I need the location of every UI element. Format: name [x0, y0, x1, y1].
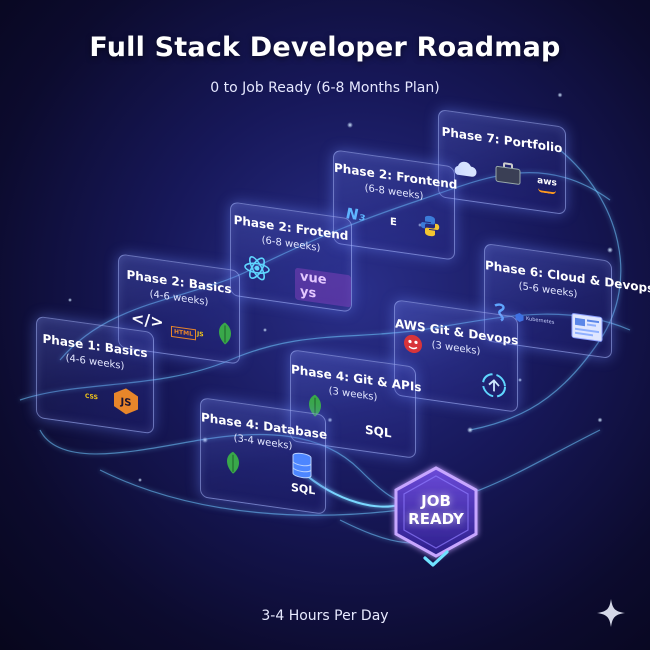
css-icon: CSS — [83, 391, 100, 402]
kubernetes-label: Kubernetes — [526, 315, 555, 326]
badge-line-1: JOB — [421, 492, 451, 510]
database-icon — [292, 452, 312, 479]
page-title: Full Stack Developer Roadmap — [89, 32, 561, 63]
sql-label: SQL — [291, 481, 315, 497]
footer-hours-per-day: 3-4 Hours Per Day — [261, 608, 389, 624]
html-label: HTML — [174, 328, 193, 338]
kubernetes-wheel-icon — [515, 312, 524, 322]
job-ready-badge[interactable]: JOB READY — [388, 462, 484, 570]
cloud-icon — [454, 161, 477, 177]
svg-text:JS: JS — [120, 396, 132, 409]
sql-text: SQL — [291, 480, 316, 498]
express-label: E — [390, 216, 397, 229]
html-icon: HTML — [171, 325, 196, 341]
aws-icon: aws — [535, 168, 559, 195]
express-icon: E — [390, 216, 397, 228]
briefcase-icon — [495, 162, 521, 185]
hexagon-badge-shape — [394, 466, 478, 558]
css-label: CSS — [85, 392, 98, 402]
sql-icon: SQL — [365, 423, 392, 441]
aws-label: aws — [537, 175, 557, 189]
leaf-icon — [227, 451, 239, 474]
phase-card-frontend-node[interactable]: Phase 2: Frontend (6-8 weeks) N₃ E — [333, 149, 457, 261]
phase-card-frontend-react[interactable]: Phase 2: Frotend (6-8 weeks) vue ys — [230, 201, 352, 313]
cicd-icon — [482, 373, 506, 398]
react-icon — [244, 256, 270, 281]
phase-card-basics-css[interactable]: Phase 1: Basics (4-6 weeks) CSS JS — [36, 315, 154, 435]
phase-title: Phase 7: Portfolio — [441, 124, 563, 156]
phase-card-aws-git-devops[interactable]: AWS Git & Devops (3 weeks) — [394, 299, 518, 413]
phase-card-git-apis[interactable]: Phase 4: Git & APIs (3 weeks) SQL — [290, 349, 421, 459]
js-hexagon-icon: JS — [114, 388, 138, 415]
code-brackets-icon: </> — [131, 308, 164, 332]
phase-card-cloud-devops[interactable]: Phase 6: Cloud & Devops (5-6 weeks) Kube… — [484, 243, 650, 359]
leaf-icon — [219, 322, 231, 345]
dashboard-icon — [571, 313, 603, 342]
js-label: JS — [197, 330, 204, 339]
phase-card-database[interactable]: Phase 4: Database (3-4 weeks) SQL — [200, 397, 327, 515]
jenkins-icon — [404, 334, 422, 354]
leaf-icon — [309, 394, 321, 417]
sql-label: SQL — [365, 422, 392, 441]
phase-card-basics-html[interactable]: Phase 2: Basics (4-6 weeks) </> HTML JS — [118, 253, 240, 365]
js-icon: JS — [195, 329, 206, 339]
azure-icon — [494, 303, 505, 322]
badge-line-2: READY — [408, 510, 464, 528]
kubernetes-icon: Kubernetes — [515, 312, 554, 327]
phase-card-portfolio[interactable]: Phase 7: Portfolio aws — [438, 109, 566, 215]
vue-label: vue ys — [300, 269, 327, 302]
sparkle-icon — [597, 599, 625, 627]
checkmark-icon — [423, 550, 449, 567]
page-subtitle: 0 to Job Ready (6-8 Months Plan) — [210, 80, 440, 96]
python-icon — [420, 215, 440, 237]
vue-icon: vue ys — [295, 267, 351, 308]
